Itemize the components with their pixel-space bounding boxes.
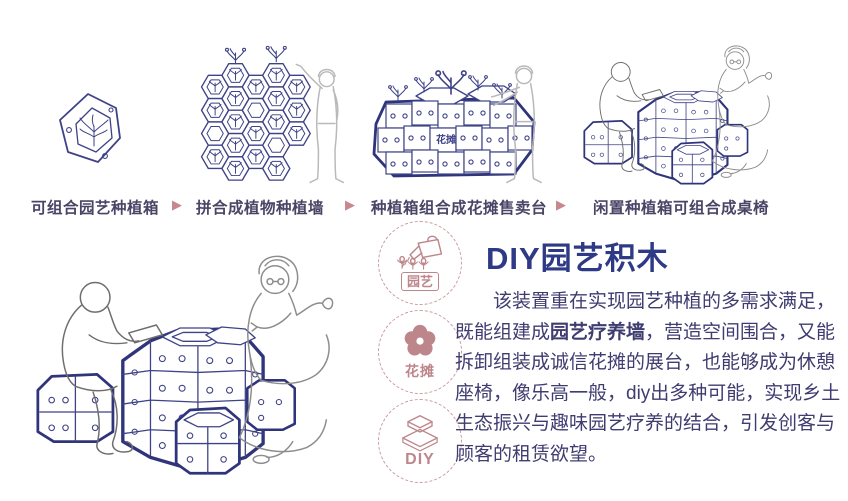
paragraph-bold-text: 园艺疗养墙 xyxy=(550,321,646,343)
badge-label: 园艺 xyxy=(400,271,439,291)
badge-label: 花摊 xyxy=(405,362,435,379)
illustration-table-chairs-large xyxy=(36,254,335,475)
stacked-blocks-icon xyxy=(402,414,438,451)
illustration-flower-stall: 花摊 xyxy=(372,65,542,184)
step-caption-1: 可组合园艺种植箱 xyxy=(30,200,160,217)
chevron-right-icon: ▶ xyxy=(556,197,566,212)
stall-sign-label: 花摊 xyxy=(436,133,456,146)
paragraph-text: 既能组建成 xyxy=(455,321,551,343)
illustration-single-planter-box xyxy=(59,93,121,163)
illustration-planter-wall xyxy=(200,45,345,184)
planter-tree-sketch xyxy=(79,114,109,147)
badge-gardening: 园艺 xyxy=(378,221,462,305)
step-caption-3: 种植箱组合成花摊售卖台 xyxy=(370,200,548,217)
step-caption-2: 拼合成植物种植墙 xyxy=(195,200,325,217)
chevron-right-icon: ▶ xyxy=(172,197,182,212)
paragraph-line: 该装置重在实现园艺种植的多需求满足， xyxy=(493,291,836,312)
badge-diy: DIY xyxy=(378,399,462,483)
section-title: DIY园艺积木 xyxy=(486,241,669,276)
stall-boxes xyxy=(377,100,533,175)
watering-can-plants-icon xyxy=(397,235,443,270)
step-caption-4: 闲置种植箱可组合成桌椅 xyxy=(592,200,770,217)
badge-label: DIY xyxy=(405,450,435,468)
paragraph-line: 既能组建成园艺疗养墙，营造空间围合，又能 xyxy=(455,318,848,349)
illustration-table-chairs-small xyxy=(583,44,773,185)
paragraph-line: 拆卸组装成诚信花摊的展台，也能够成为休憩 xyxy=(455,352,836,373)
flower-icon xyxy=(404,324,436,355)
paragraph-line: 座椅，像乐高一般，diy出多种可能，实现乡土 xyxy=(455,382,841,404)
paragraph-line: 生态振兴与趣味园艺疗养的结合，引发创客与 xyxy=(455,413,836,434)
chevron-right-icon: ▶ xyxy=(345,197,355,212)
description-paragraph: 该装置重在实现园艺种植的多需求满足， 既能组建成园艺疗养墙，营造空间围合，又能 … xyxy=(455,287,848,470)
hex-wall xyxy=(200,45,311,181)
badge-flower-stall: 花摊 xyxy=(378,310,462,394)
paragraph-text: ，营造空间围合，又能 xyxy=(645,321,836,343)
paragraph-line: 顾客的租赁欲望。 xyxy=(455,443,608,465)
